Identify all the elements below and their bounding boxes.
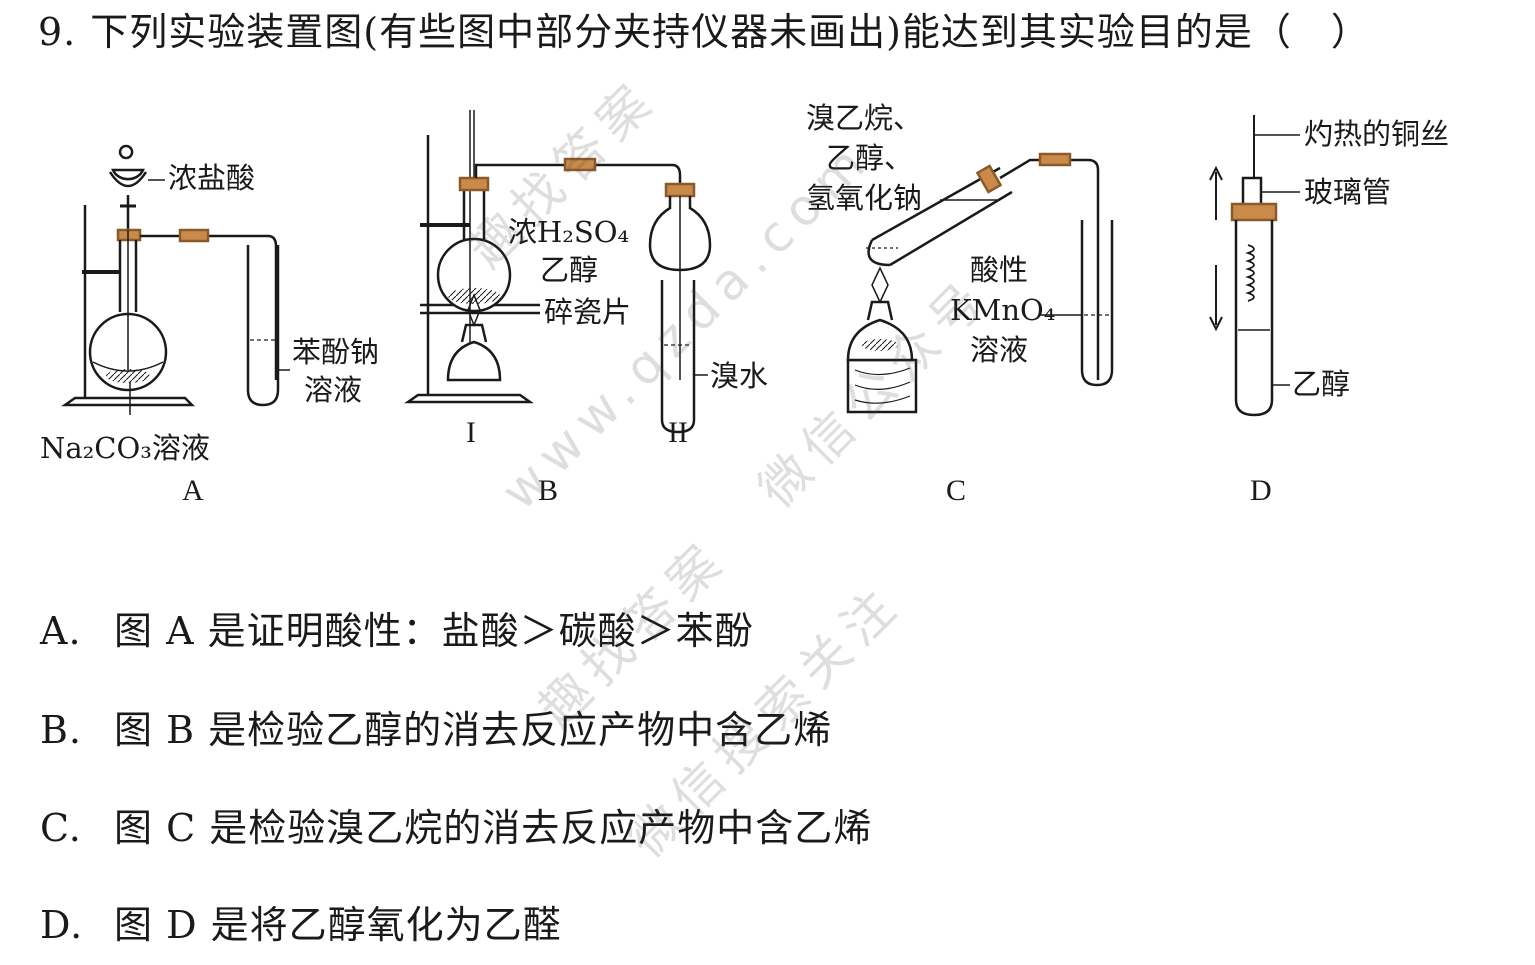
panel-b (404, 110, 712, 434)
option-d-letter: D. (40, 903, 84, 947)
label-naoh: 氢氧化钠 (806, 181, 922, 215)
label-bromine-water: 溴水 (710, 359, 768, 393)
label-bromoethane: 溴乙烷、 (806, 101, 922, 135)
option-a-letter: A. (40, 609, 82, 653)
label-solution-c: 溶液 (970, 333, 1028, 367)
option-d: D. 图 D 是将乙醇氧化为乙醛 (40, 900, 562, 950)
label-conc-hcl: 浓盐酸 (168, 161, 255, 195)
question-stem: 9. 下列实验装置图(有些图中部分夹持仪器未画出)能达到其实验目的是（ ） (38, 6, 1528, 58)
option-d-text: 图 D 是将乙醇氧化为乙醛 (114, 903, 562, 947)
panel-letter-c: C (946, 474, 966, 507)
label-acidic: 酸性 (970, 253, 1028, 287)
label-kmno4: KMnO₄ (950, 293, 1055, 327)
option-b: B. 图 B 是检验乙醇的消去反应产物中含乙烯 (40, 705, 832, 755)
option-b-text: 图 B 是检验乙醇的消去反应产物中含乙烯 (114, 708, 833, 752)
option-a-text: 图 A 是证明酸性：盐酸＞碳酸＞苯酚 (114, 609, 754, 653)
label-porcelain-chips: 碎瓷片 (544, 295, 631, 329)
label-sodium-phenoxide: 苯酚钠 (292, 335, 379, 369)
label-solution-a: 溶液 (304, 373, 362, 407)
option-c: C. 图 C 是检验溴乙烷的消去反应产物中含乙烯 (40, 803, 872, 853)
label-ethanol-c: 乙醇、 (826, 141, 913, 175)
label-ethanol-b: 乙醇 (540, 253, 598, 287)
panel-letter-a: A (182, 474, 204, 507)
question-text: 下列实验装置图(有些图中部分夹持仪器未画出)能达到其实验目的是（ ） (90, 10, 1370, 54)
question-number: 9. (38, 10, 77, 54)
label-na2co3: Na₂CO₃溶液 (40, 431, 210, 465)
label-apparatus-1: I (466, 416, 476, 449)
label-glass-tube: 玻璃管 (1304, 175, 1391, 209)
option-b-letter: B. (40, 708, 83, 752)
option-a: A. 图 A 是证明酸性：盐酸＞碳酸＞苯酚 (40, 606, 754, 656)
label-conc-h2so4: 浓H₂SO₄ (508, 215, 629, 249)
label-hot-copper-wire: 灼热的铜丝 (1304, 117, 1449, 151)
panel-d (1209, 115, 1300, 417)
option-c-letter: C. (40, 806, 82, 850)
label-apparatus-2: II (668, 416, 688, 449)
apparatus-figure: 浓盐酸 苯酚钠 溶液 Na₂CO₃溶液 A 浓H₂SO₄ 乙醇 碎瓷片 溴水 I… (40, 101, 1449, 507)
panel-a (61, 144, 290, 415)
option-c-text: 图 C 是检验溴乙烷的消去反应产物中含乙烯 (114, 806, 873, 850)
panel-letter-b: B (538, 474, 558, 507)
panel-c (846, 152, 1114, 414)
label-ethanol-d: 乙醇 (1292, 367, 1350, 401)
panel-letter-d: D (1250, 474, 1272, 507)
